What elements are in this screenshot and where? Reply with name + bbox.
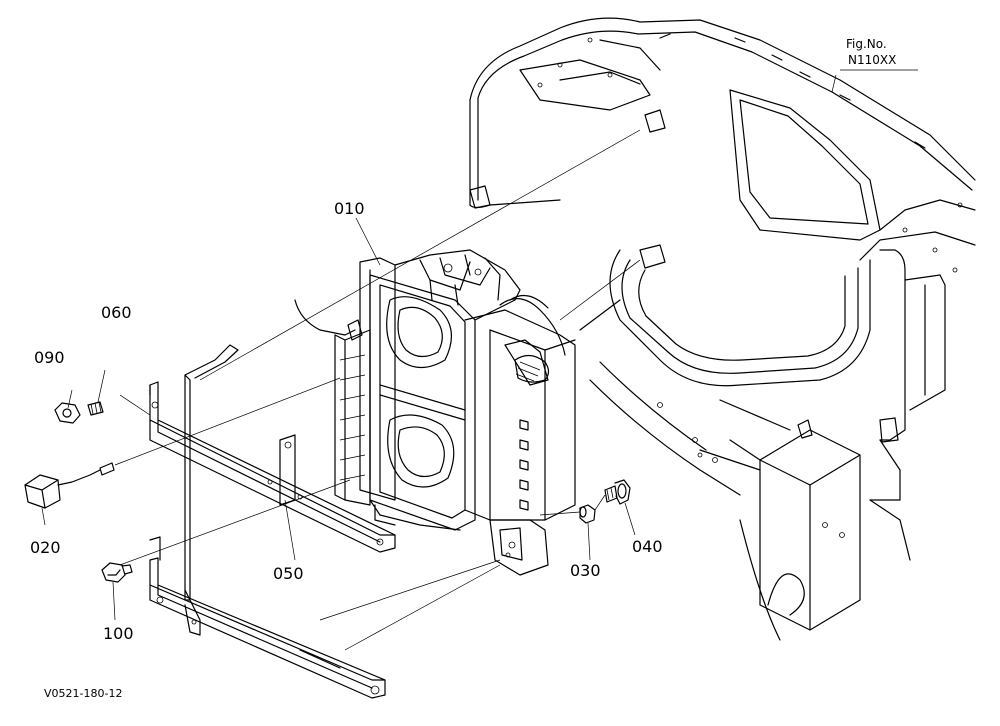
part-label-030: 030 bbox=[570, 561, 601, 580]
cab-frame-drawing bbox=[469, 17, 976, 641]
bolt-100-drawing bbox=[101, 562, 133, 583]
part-label-050: 050 bbox=[273, 564, 304, 583]
collar-030-drawing bbox=[579, 504, 596, 524]
part-label-010: 010 bbox=[334, 199, 365, 218]
leader-lines bbox=[41, 74, 837, 651]
part-label-040: 040 bbox=[632, 537, 663, 556]
figure-number-box: Fig.No. N110XX bbox=[840, 37, 918, 71]
drawing-code: V0521-180-12 bbox=[44, 687, 122, 700]
fig-number: N110XX bbox=[848, 53, 896, 67]
part-label-020: 020 bbox=[30, 538, 61, 557]
nut-090-drawing bbox=[54, 402, 81, 424]
part-label-090: 090 bbox=[34, 348, 65, 367]
bolt-040-drawing bbox=[604, 479, 631, 505]
hvac-unit-drawing bbox=[294, 249, 576, 576]
fig-label: Fig.No. bbox=[846, 37, 887, 51]
sensor-020-drawing bbox=[24, 462, 115, 509]
bolt-060-drawing bbox=[87, 401, 104, 416]
part-label-100: 100 bbox=[103, 624, 134, 643]
part-label-060: 060 bbox=[101, 303, 132, 322]
mounting-bracket-drawing bbox=[149, 344, 396, 699]
